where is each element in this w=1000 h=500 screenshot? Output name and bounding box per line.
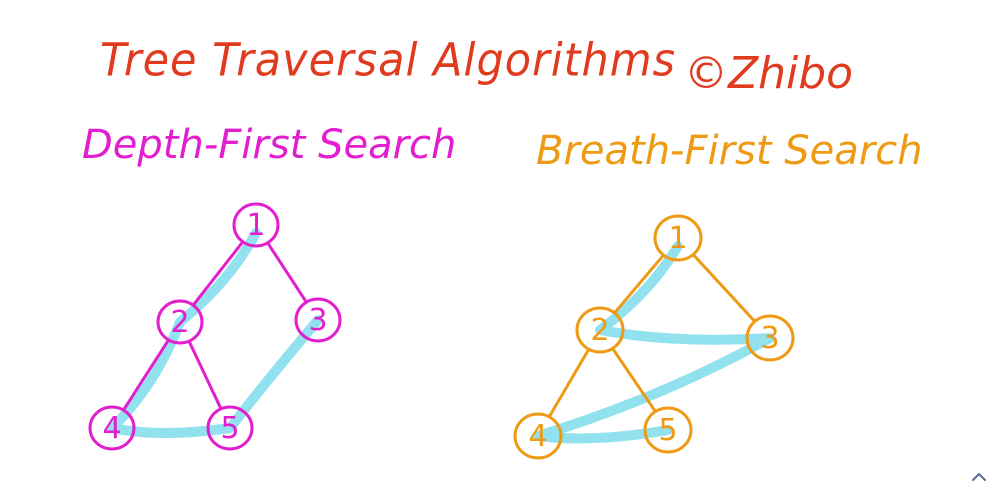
dfs-node-4-circle <box>88 405 136 451</box>
dfs-edge-2-5 <box>187 340 223 410</box>
dfs-nodes: 1 2 3 4 5 <box>88 202 342 451</box>
bfs-node-5-circle <box>643 406 693 454</box>
bfs-node-4: 4 <box>513 412 563 460</box>
dfs-node-3: 3 <box>294 297 342 343</box>
dfs-edge-1-2 <box>192 240 244 307</box>
dfs-tree: 1 2 3 4 5 <box>88 202 342 451</box>
dfs-edges <box>122 240 308 411</box>
dfs-node-2: 2 <box>156 299 204 345</box>
bfs-traversal-stroke <box>533 241 775 444</box>
dfs-node-5: 5 <box>206 405 254 451</box>
bfs-node-1-label: 1 <box>668 221 687 256</box>
dfs-node-2-circle <box>156 299 204 345</box>
page-title: Tree Traversal Algorithms <box>100 34 677 88</box>
author-credit: ©Zhibo <box>684 48 854 99</box>
dfs-edge-2-4 <box>122 339 170 411</box>
bfs-heading: Breath-First Search <box>536 128 923 174</box>
dfs-node-5-label: 5 <box>220 411 239 446</box>
bfs-tree: 1 2 3 4 5 <box>513 214 795 460</box>
bfs-node-3-circle <box>745 314 795 362</box>
dfs-heading: Depth-First Search <box>82 122 457 168</box>
dfs-node-3-circle <box>294 297 342 343</box>
bfs-node-2-circle <box>575 306 625 354</box>
bfs-node-3-label: 3 <box>760 321 779 356</box>
dfs-traversal-stroke <box>107 228 323 438</box>
dfs-node-1-circle <box>232 202 280 248</box>
dfs-node-4: 4 <box>88 405 136 451</box>
bfs-edge-1-3 <box>692 253 756 323</box>
dfs-node-4-label: 4 <box>102 411 121 446</box>
bfs-edge-2-4 <box>548 348 590 418</box>
bfs-edge-2-5 <box>611 347 657 413</box>
bfs-node-1: 1 <box>653 214 703 262</box>
bfs-edges <box>548 253 756 418</box>
dfs-node-1-label: 1 <box>246 208 265 243</box>
dfs-node-1: 1 <box>232 202 280 248</box>
bfs-node-5: 5 <box>643 406 693 454</box>
bfs-node-2-label: 2 <box>590 313 609 348</box>
bfs-traversal-path <box>533 241 775 444</box>
bfs-node-2: 2 <box>575 306 625 354</box>
bfs-node-4-circle <box>513 412 563 460</box>
bfs-nodes: 1 2 3 4 5 <box>513 214 795 460</box>
bfs-node-3: 3 <box>745 314 795 362</box>
dfs-edge-1-3 <box>266 241 308 304</box>
dfs-node-2-label: 2 <box>170 305 189 340</box>
dfs-traversal-path <box>107 228 323 438</box>
bfs-node-5-label: 5 <box>658 413 677 448</box>
bfs-node-4-label: 4 <box>528 419 547 454</box>
chevron-up-icon[interactable] <box>968 466 990 488</box>
bfs-edge-1-2 <box>613 254 665 314</box>
dfs-node-3-label: 3 <box>308 303 327 338</box>
bfs-node-1-circle <box>653 214 703 262</box>
dfs-node-5-circle <box>206 405 254 451</box>
